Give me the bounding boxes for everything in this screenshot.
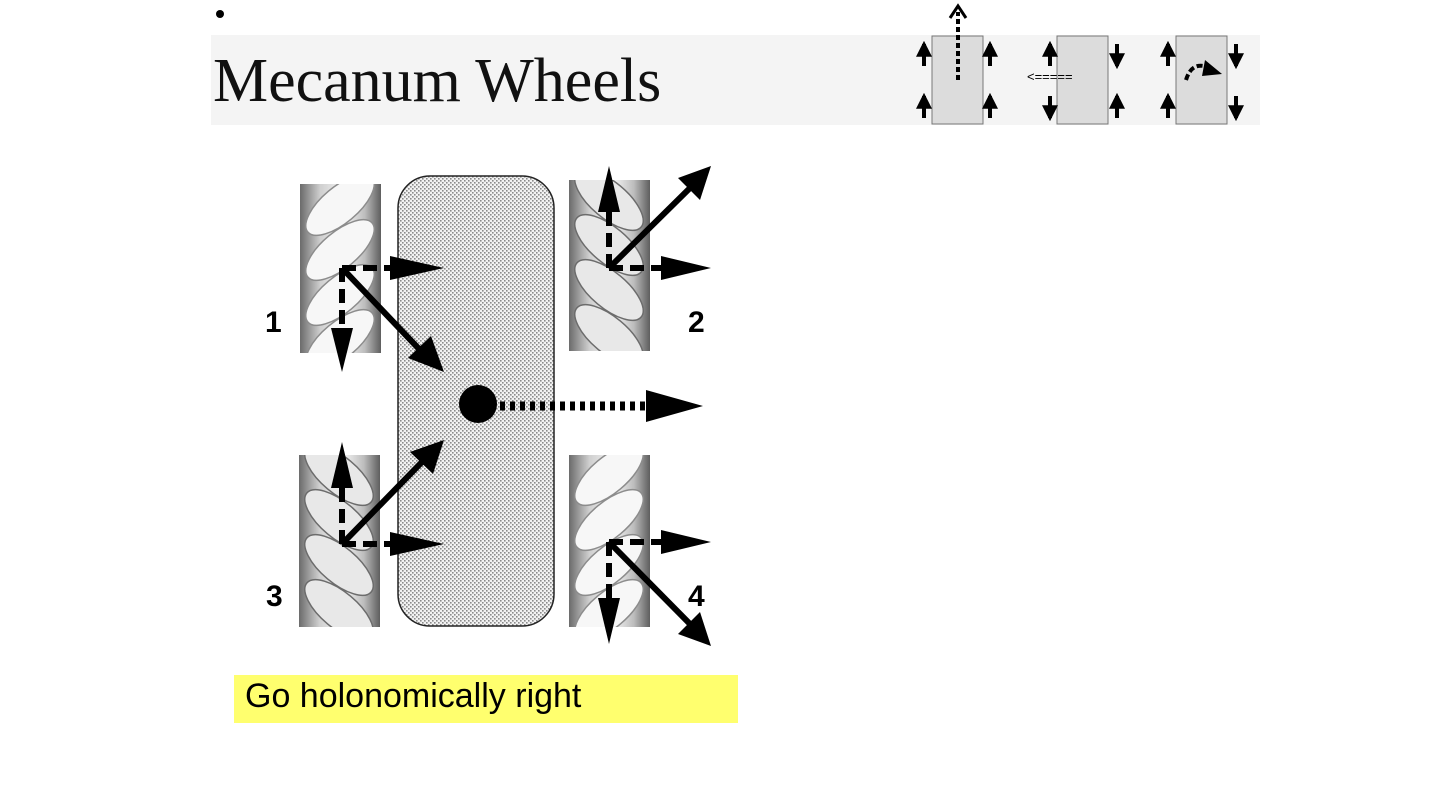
wheel-label-4: 4	[688, 580, 705, 613]
center-of-mass-dot	[459, 385, 497, 423]
mini-sideways-diagram: <=====	[1027, 35, 1125, 125]
mini-motion-diagrams: <=====	[916, 3, 1244, 125]
bullet-dot	[216, 10, 224, 18]
mini-forward-diagram	[916, 3, 998, 125]
wheel-label-2: 2	[688, 306, 705, 339]
wheel-4-force-vectors	[598, 530, 711, 646]
wheel-label-3: 3	[266, 580, 283, 613]
wheel-label-1: 1	[265, 306, 282, 339]
resultant-motion-arrowhead	[646, 390, 703, 422]
caption-highlight: Go holonomically right	[234, 675, 738, 723]
mini-rotation-diagram	[1160, 35, 1244, 125]
wheel-3-force-vectors	[331, 440, 444, 556]
wheel-2-force-vectors	[598, 166, 711, 280]
caption-text: Go holonomically right	[245, 677, 582, 715]
mini-strafe-arrow-text: <=====	[1027, 69, 1073, 84]
wheel-1-force-vectors	[331, 256, 444, 372]
slide-title: Mecanum Wheels	[213, 47, 662, 115]
